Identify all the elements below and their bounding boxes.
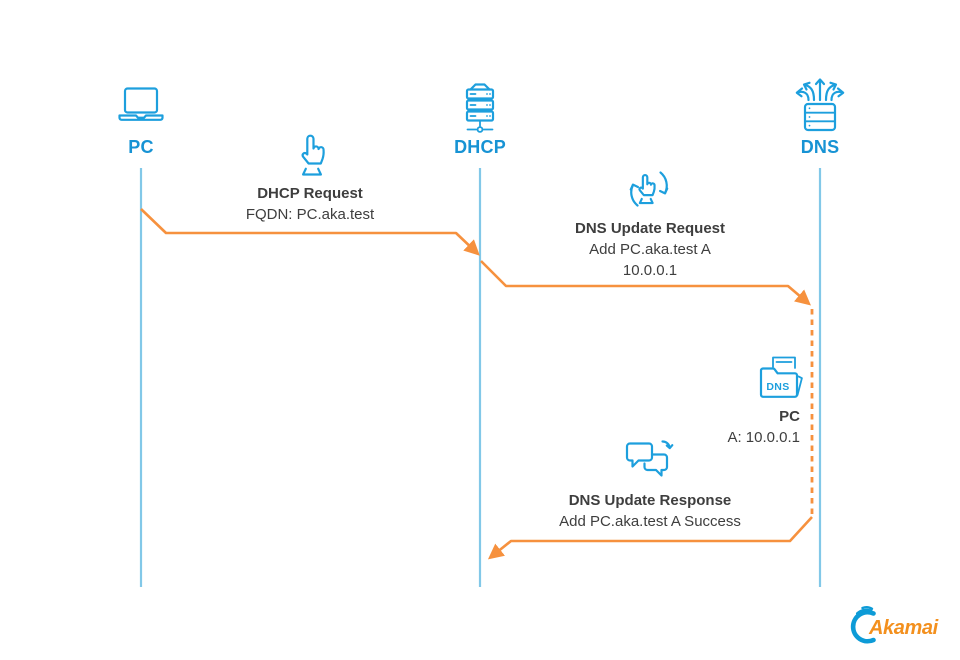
message-dns-update-request: DNS Update Request Add PC.aka.test A 10.… [530,218,770,281]
message-detail: Add PC.aka.test A Success [559,513,741,530]
server-icon [465,83,495,133]
folder-label: DNS [766,381,789,393]
message-title: DNS Update Response [568,492,732,509]
update-click-icon [629,171,669,207]
actor-label-dhcp: DHCP [454,137,506,157]
akamai-logo-text: Akamai [868,617,939,639]
message-title: DHCP Request [257,185,363,202]
dns-record: PC A: 10.0.0.1 [650,406,800,448]
message-dns-update-response: DNS Update Response Add PC.aka.test A Su… [500,490,800,532]
dns-update-request-arrow [480,260,811,306]
actor-label-dns: DNS [800,137,840,157]
message-detail: FQDN: PC.aka.test [245,206,375,223]
actor-label-pc: PC [128,137,154,157]
message-detail: Add PC.aka.test A [589,241,711,258]
message-detail: 10.0.0.1 [622,262,678,279]
record-value: A: 10.0.0.1 [727,429,800,446]
chat-bubbles-icon [625,440,674,477]
laptop-icon [118,87,164,121]
akamai-logo: Akamai [850,606,939,644]
message-title: DNS Update Request [574,220,726,237]
dns-folder-icon: DNS [759,356,803,398]
click-hand-icon [301,134,325,176]
dns-server-icon [795,78,845,132]
message-dhcp-request: DHCP Request FQDN: PC.aka.test [190,183,430,225]
record-title: PC [779,408,800,425]
dns-update-response-arrow [487,516,813,560]
dhcp-request-arrow [140,208,480,256]
